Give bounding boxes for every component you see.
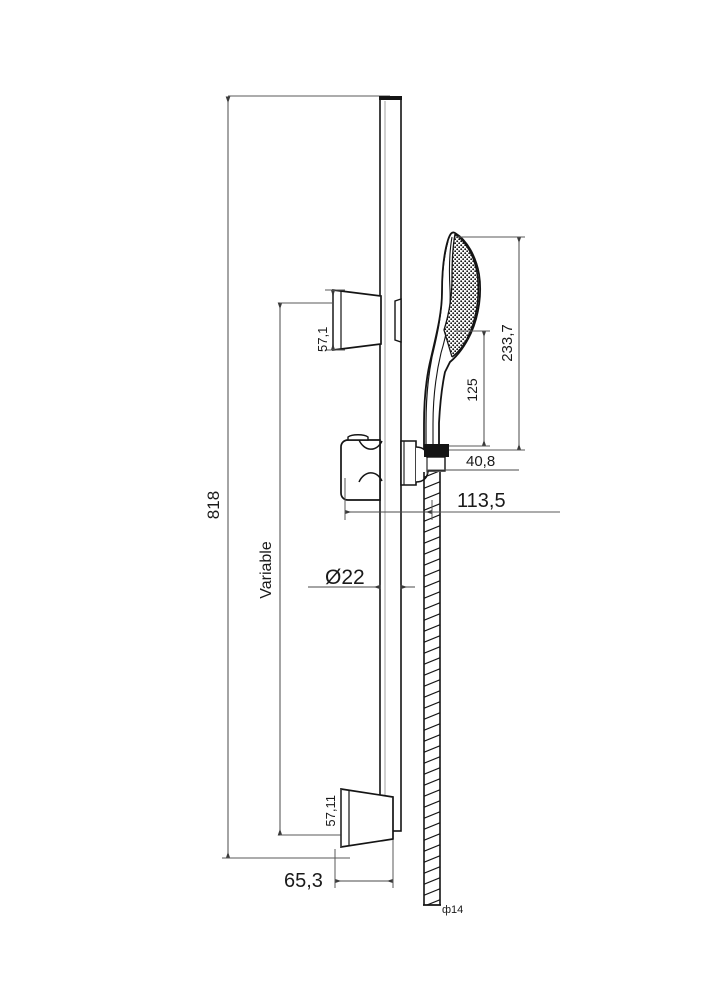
handset-width-label: 40,8 [466,453,495,470]
rail-diameter-label: Ø22 [325,566,365,589]
dimension-handset-width: 40,8 [426,453,519,474]
slider-holder-notch-lower [358,472,383,483]
bracket-projection-label: 65,3 [284,870,323,892]
dimension-hose-diameter: ф14 [442,904,463,916]
slider-holder-thumb-tab [347,434,369,441]
slide-rail [379,96,402,832]
dimension-handle-length: 125 [449,330,490,447]
slider-holder-body [340,439,381,501]
dimension-upper-bracket-height: 57,1 [315,289,345,352]
flexible-hose-ribbing [424,472,440,905]
dimension-total-projection: 113,5 [344,478,560,520]
handle-length-label: 125 [464,378,480,402]
dimension-rail-diameter: Ø22 [308,566,415,590]
total-projection-label: 113,5 [457,490,506,512]
hand-shower-spray-face-edge [443,233,456,358]
dimension-bracket-projection: 65,3 [284,840,394,892]
upper-bracket-height-label: 57,1 [315,327,330,352]
hand-shower-inner-contour [425,240,449,447]
overall-height-label: 818 [204,491,223,519]
slider-holder-right-arm [400,440,417,486]
hand-shower [423,231,482,472]
slider-holder-notch-upper [358,439,383,450]
lower-wall-bracket [340,788,394,848]
hand-shower-connector-nut [424,444,449,457]
flexible-hose [423,472,441,906]
upper-bracket-rear [394,298,402,343]
variable-label: Variable [258,541,275,599]
slide-rail-body [379,98,402,832]
upper-wall-bracket [332,289,402,351]
hand-shower-connector-collar [426,456,446,472]
dimension-variable-span: Variable [258,302,352,836]
dimension-lower-bracket-height: 57,11 [323,789,342,847]
dimension-handset-length: 233,7 [449,236,525,451]
slide-rail-top-cap [379,96,402,100]
lower-bracket-height-label: 57,11 [323,795,338,827]
handset-length-label: 233,7 [499,324,516,362]
slider-holder [340,434,429,501]
dimension-overall-height: 818 [204,95,390,859]
hand-shower-spray-face-outline [451,233,480,358]
hose-diameter-label: ф14 [442,904,463,916]
upper-bracket-body [332,289,382,351]
